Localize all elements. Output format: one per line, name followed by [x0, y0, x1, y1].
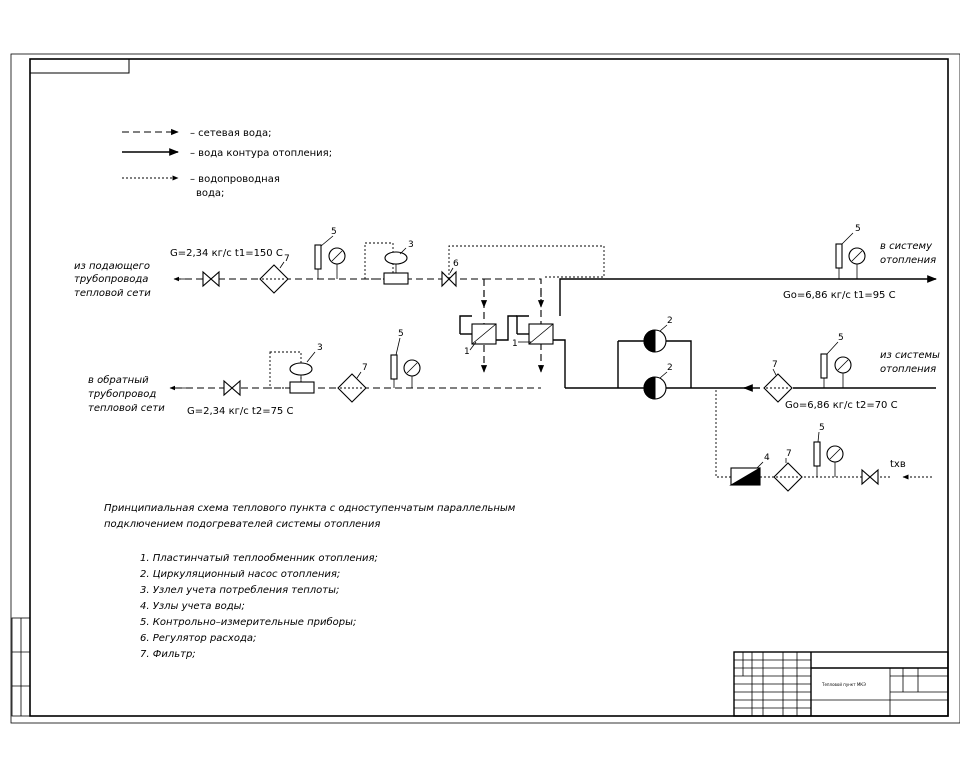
tap-water-thermometer-icon — [813, 441, 821, 467]
svg-text:1: 1 — [464, 347, 470, 357]
heating-return-params: Go=6,86 кг/с t2=70 С — [785, 400, 898, 411]
return-heat-meter-icon — [289, 362, 313, 376]
svg-text:7: 7 — [284, 254, 290, 264]
legend-tap-water-2: вода; — [196, 188, 224, 199]
svg-text:3: 3 — [317, 343, 323, 353]
label-from-supply-2: трубопровода — [74, 273, 148, 285]
label-to-return-2: трубопровод — [88, 388, 156, 400]
svg-text:2: 2 — [667, 316, 673, 326]
position-markers: 5 3 6 7 1 1 2 2 3 7 5 5 5 7 5 7 4 — [279, 224, 861, 469]
cold-water-label: tхв — [890, 459, 906, 470]
supply-line — [173, 242, 605, 294]
tap-water-valve-icon — [861, 468, 879, 486]
caption-line-1: Принципиальная схема теплового пункта с … — [104, 503, 516, 514]
svg-text:6: 6 — [453, 259, 459, 269]
supply-thermometer-icon — [314, 244, 322, 270]
heating-supply-params: Go=6,86 кг/с t1=95 С — [783, 290, 896, 301]
note-3: 3. Узлел учета потребления теплоты; — [140, 584, 339, 596]
note-1: 1. Пластинчатый теплообменник отопления; — [140, 552, 378, 564]
notes-list: 1. Пластинчатый теплообменник отопления;… — [140, 552, 378, 660]
heating-return-thermometer-icon — [820, 353, 828, 379]
legend: – сетевая вода; – вода контура отопления… — [122, 128, 332, 199]
label-from-system-1: из системы — [880, 350, 940, 361]
note-2: 2. Циркуляционный насос отопления; — [140, 569, 340, 580]
outer-frame — [10, 53, 960, 724]
svg-text:2: 2 — [667, 363, 673, 373]
heat-exchangers — [459, 315, 566, 388]
svg-text:3: 3 — [408, 240, 414, 250]
svg-text:1: 1 — [512, 339, 518, 349]
legend-network-water: – сетевая вода; — [190, 128, 271, 139]
svg-text:5: 5 — [855, 224, 861, 234]
note-4: 4. Узлы учета воды; — [140, 601, 245, 612]
inner-frame — [29, 58, 949, 717]
label-to-system-1: в систему — [880, 241, 933, 252]
label-to-system-2: отопления — [880, 255, 936, 266]
return-valve-icon — [223, 379, 241, 397]
note-6: 6. Регулятор расхода; — [140, 633, 256, 644]
top-left-stamp — [29, 58, 130, 74]
svg-text:5: 5 — [838, 333, 844, 343]
return-params: G=2,34 кг/с t2=75 С — [187, 406, 293, 417]
caption-line-2: подключением подогревателей системы отоп… — [104, 519, 380, 530]
label-from-supply-1: из подающего — [74, 261, 150, 272]
label-from-supply-3: тепловой сети — [74, 288, 151, 299]
title-block: Тепловой пункт МКЭ — [733, 651, 949, 717]
legend-tap-water-1: – водопроводная — [190, 174, 280, 185]
svg-text:7: 7 — [362, 363, 368, 373]
heating-supply-thermometer-icon — [835, 243, 843, 269]
svg-text:5: 5 — [398, 329, 404, 339]
note-5: 5. Контрольно–измерительные приборы; — [140, 616, 356, 628]
svg-text:7: 7 — [772, 360, 778, 370]
return-thermometer-icon — [390, 354, 398, 380]
return-line — [169, 351, 541, 403]
flow-labels: из подающего трубопровода тепловой сети … — [74, 241, 940, 470]
label-from-system-2: отопления — [880, 364, 936, 375]
svg-text:5: 5 — [331, 227, 337, 237]
svg-text:7: 7 — [786, 449, 792, 459]
tap-water-line — [715, 388, 932, 492]
svg-text:5: 5 — [819, 423, 825, 433]
legend-heating-circuit: – вода контура отопления; — [190, 148, 332, 159]
supply-params: G=2,34 кг/с t1=150 С — [170, 248, 283, 259]
note-7: 7. Фильтр; — [140, 649, 196, 660]
supply-valve-icon — [202, 270, 220, 288]
pump-block — [565, 329, 752, 400]
label-to-return-1: в обратный — [88, 374, 149, 386]
label-to-return-3: тепловой сети — [88, 403, 165, 414]
svg-text:4: 4 — [764, 453, 770, 463]
supply-heat-meter-icon — [384, 251, 408, 265]
title-block-title: Тепловой пункт МКЭ — [821, 682, 866, 687]
